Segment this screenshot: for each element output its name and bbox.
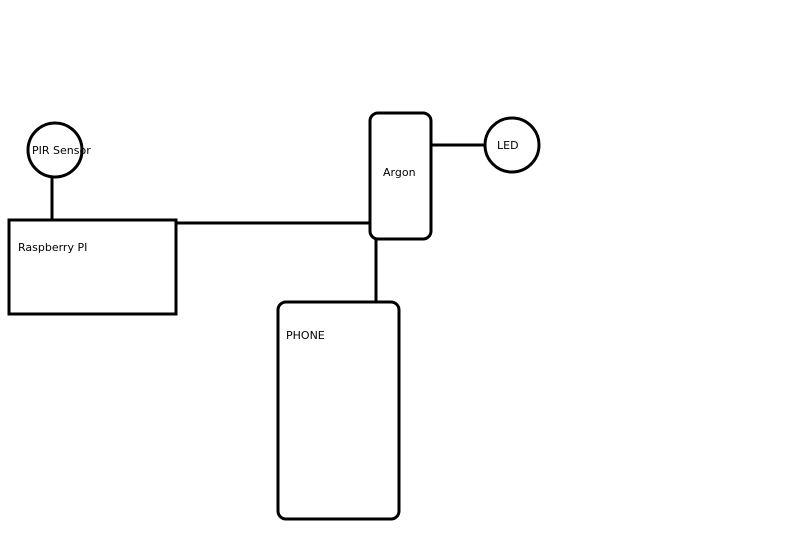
pir-sensor-label: PIR Sensor — [32, 144, 91, 157]
node-argon: Argon — [368, 111, 433, 241]
pir-sensor-circle — [26, 121, 84, 179]
node-pir-sensor: PIR Sensor — [26, 121, 91, 179]
phone-label: PHONE — [286, 329, 325, 342]
phone-box — [276, 300, 401, 521]
raspberry-pi-label: Raspberry PI — [18, 241, 87, 254]
argon-box — [368, 111, 433, 241]
led-circle — [483, 116, 541, 174]
raspberry-pi-box — [7, 218, 178, 316]
node-led: LED — [483, 116, 541, 174]
led-label: LED — [497, 139, 519, 152]
argon-label: Argon — [383, 166, 416, 179]
node-raspberry-pi: Raspberry PI — [7, 218, 178, 316]
node-phone: PHONE — [276, 300, 401, 521]
